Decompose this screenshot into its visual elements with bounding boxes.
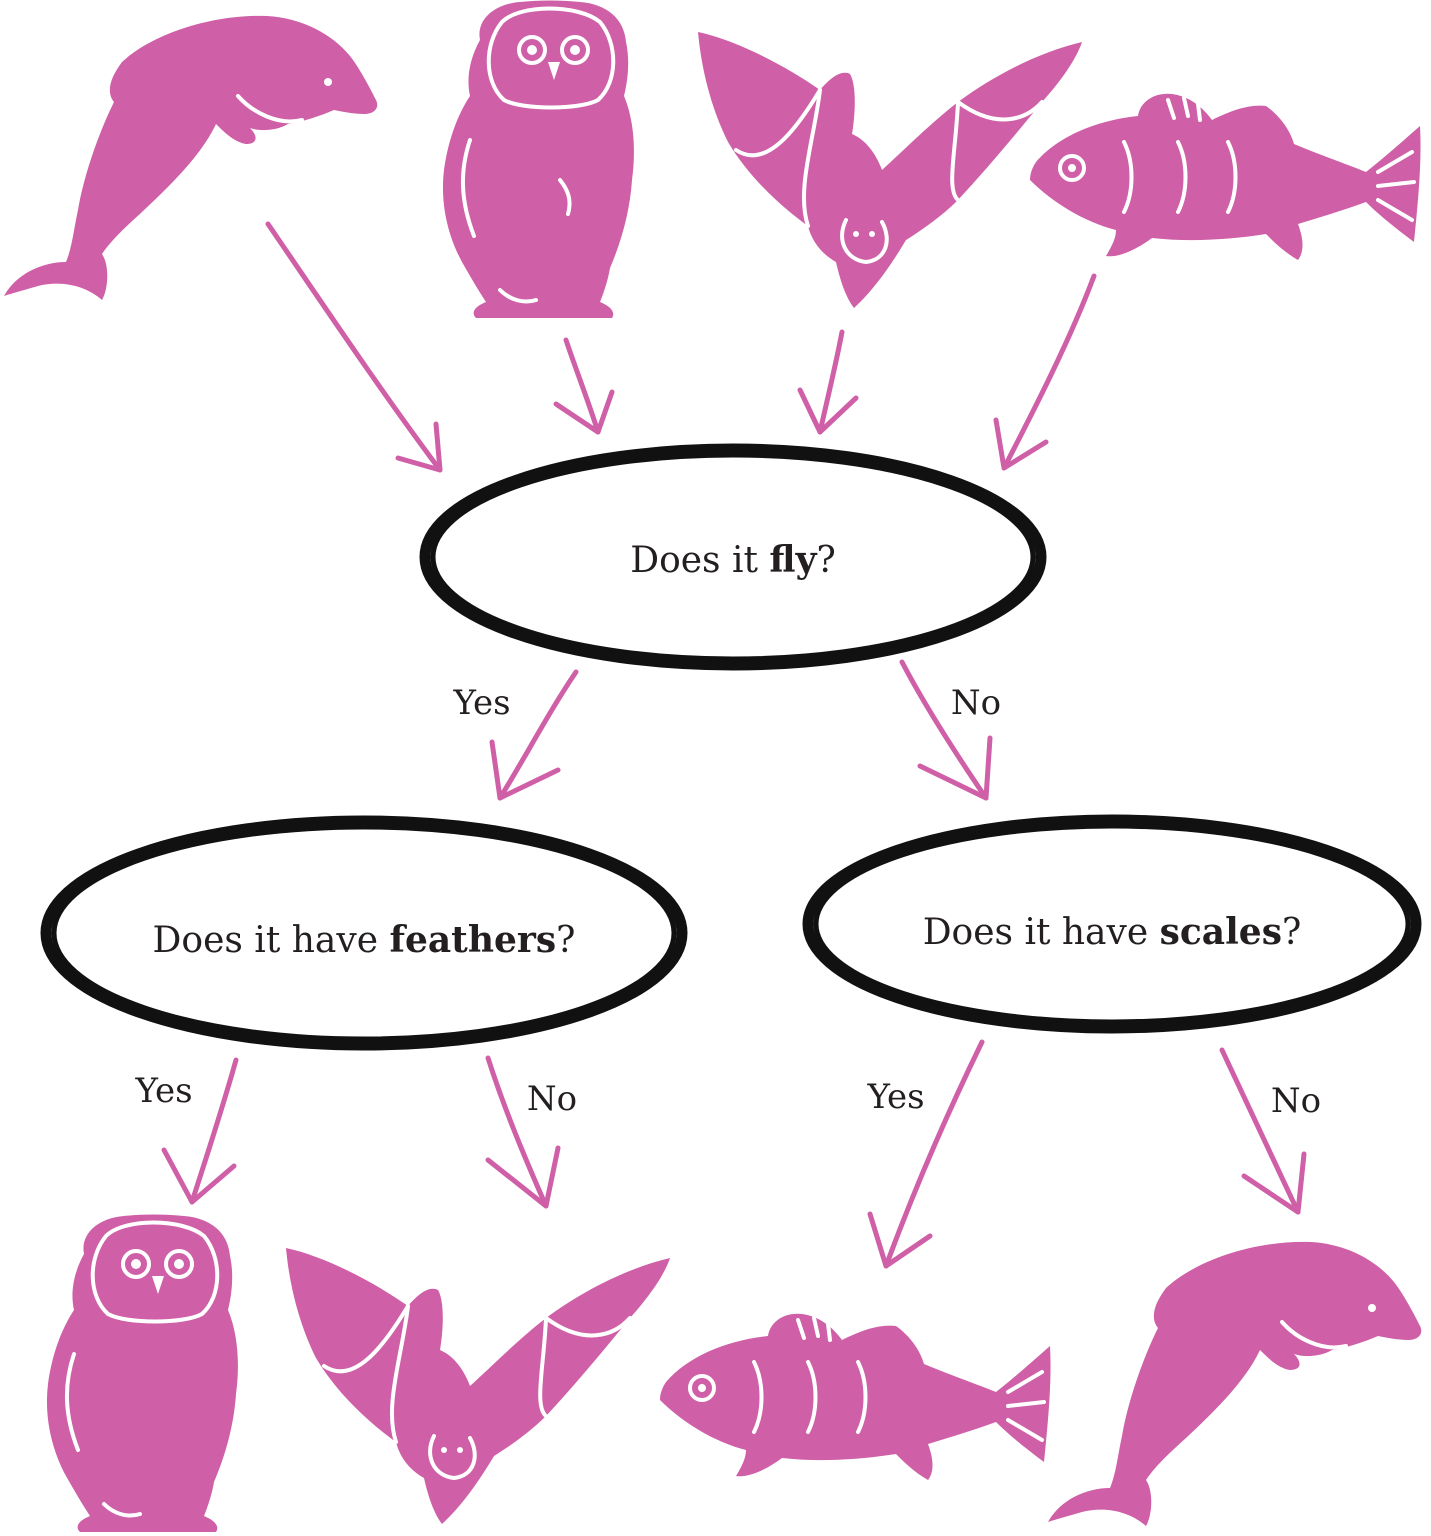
edge-label-fly-yes: Yes [452, 683, 510, 723]
edge-label-feathers-no: No [527, 1079, 577, 1119]
arrow-scales-yes [867, 1039, 985, 1269]
result-bat-icon [286, 1248, 670, 1524]
arrow-fish-to-fly [993, 273, 1097, 471]
question-node-feathers: Does it have feathers? [40, 815, 688, 1051]
top-bat-icon [698, 32, 1082, 308]
arrow-bat-to-fly [797, 329, 859, 435]
question-fly-text: Does it fly? [630, 539, 836, 581]
arrows-to-fly-question [265, 221, 1097, 473]
arrow-fly-no [899, 659, 993, 801]
arrow-feathers-yes [161, 1057, 239, 1205]
top-fish-icon [1030, 93, 1421, 260]
edge-label-fly-no: No [951, 683, 1001, 723]
edge-label-feathers-yes: Yes [134, 1071, 192, 1111]
question-node-fly: Does it fly? [419, 443, 1047, 671]
arrow-scales-no [1219, 1047, 1307, 1215]
question-node-scales: Does it have scales? [802, 814, 1422, 1034]
arrow-owl-to-fly [553, 337, 615, 435]
arrow-feathers-no [485, 1055, 561, 1209]
edge-label-scales-yes: Yes [866, 1077, 924, 1117]
result-dolphin-icon [1048, 1241, 1422, 1526]
arrow-dolphin-to-fly [265, 221, 443, 473]
arrow-fly-yes [489, 669, 579, 801]
result-owl-icon [46, 1214, 238, 1532]
question-scales-text: Does it have scales? [923, 911, 1302, 953]
top-dolphin-icon [4, 15, 378, 300]
question-feathers-text: Does it have feathers? [153, 919, 576, 961]
top-owl-icon [442, 0, 634, 318]
edge-label-scales-no: No [1271, 1081, 1321, 1121]
result-fish-icon [660, 1313, 1051, 1480]
